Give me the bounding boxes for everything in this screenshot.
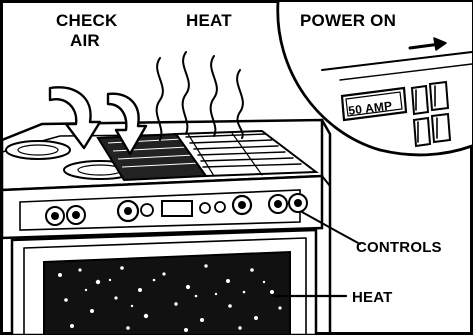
controls-label: CONTROLS (356, 239, 442, 256)
check-air-label-line1: CHECK (56, 11, 118, 30)
range-stove (2, 120, 330, 335)
heat-bottom-label: HEAT (352, 289, 393, 306)
clock-display (162, 201, 192, 216)
power-on-label: POWER ON (300, 11, 396, 30)
heat-top-label: HEAT (186, 11, 232, 30)
burner-left (6, 141, 70, 159)
check-air-label-line2: AIR (70, 31, 100, 50)
oven-window (44, 252, 290, 335)
